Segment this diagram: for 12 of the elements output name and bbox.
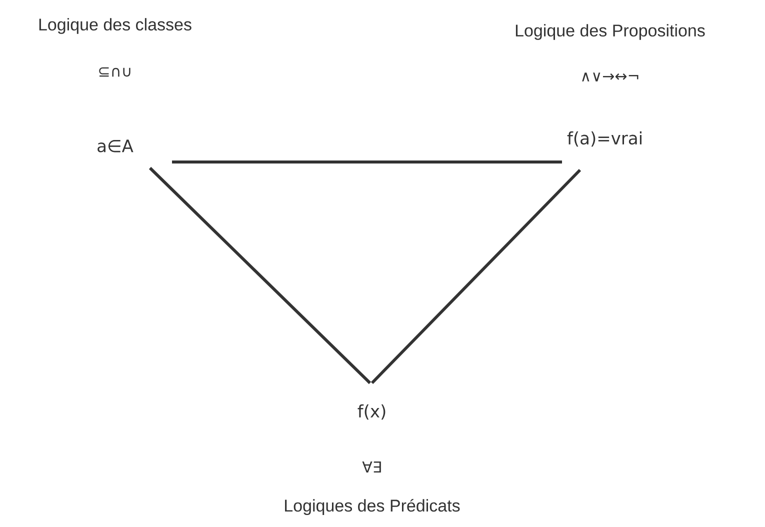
connecting-line — [148, 166, 372, 384]
symbol-label: ∀∃ — [362, 462, 381, 472]
symbol-label: ⊆∩∪ — [99, 67, 130, 77]
connecting-line — [172, 160, 562, 164]
title-label: Logique des classes — [39, 18, 192, 34]
title-label: Logique des Propositions — [516, 24, 705, 40]
title-label: Logiques des Prédicats — [285, 498, 460, 516]
symbol-label: ∧∨→↔¬ — [582, 72, 638, 82]
formula-label: a∈A — [98, 140, 134, 152]
formula-label: f(a)=vrai — [567, 131, 642, 147]
formula-label: f(x) — [358, 404, 386, 420]
connecting-line — [370, 168, 582, 384]
